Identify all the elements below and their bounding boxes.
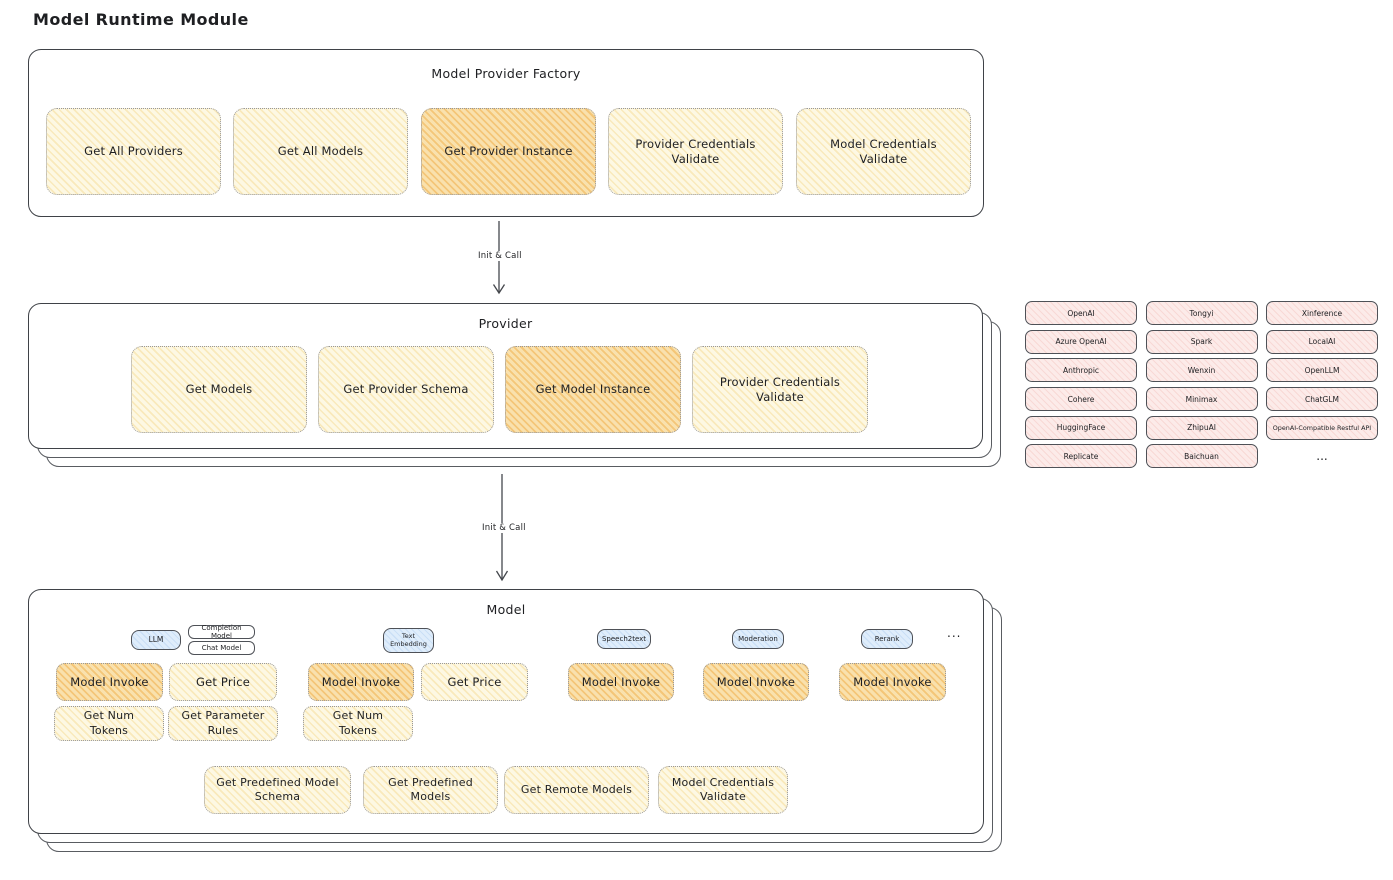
factory-button-get-all-models: Get All Models <box>233 108 408 195</box>
llm-get-num-tokens-button: Get Num Tokens <box>54 706 164 741</box>
provider-pill-huggingface: HuggingFace <box>1025 415 1137 440</box>
provider-pill-openllm: OpenLLM <box>1266 358 1378 383</box>
tab-moderation: Moderation <box>732 629 784 649</box>
provider-pill-localai: LocalAI <box>1266 329 1378 354</box>
provider-button-provider-credentials-validate: Provider Credentials Validate <box>692 346 868 433</box>
tab-chat-model: Chat Model <box>188 641 255 655</box>
factory-button-provider-credentials-validate: Provider Credentials Validate <box>608 108 783 195</box>
factory-box-title: Model Provider Factory <box>431 66 581 81</box>
provider-pill-xinference: Xinference <box>1266 301 1378 325</box>
get-remote-models-button: Get Remote Models <box>504 766 649 814</box>
factory-box: Model Provider Factory Get All Providers… <box>28 49 984 217</box>
provider-pill-zhipuai: ZhipuAI <box>1145 415 1258 440</box>
flow-arrow-bottom-label: Init & Call <box>479 523 529 533</box>
provider-button-get-model-instance: Get Model Instance <box>505 346 681 433</box>
tab-rerank: Rerank <box>861 629 913 649</box>
provider-pill-cohere: Cohere <box>1025 387 1137 412</box>
model-credentials-validate-button: Model Credentials Validate <box>658 766 788 814</box>
llm-get-price-button: Get Price <box>169 663 277 701</box>
text-embedding-model-invoke-button: Model Invoke <box>308 663 414 701</box>
provider-pill-baichuan: Baichuan <box>1145 444 1258 469</box>
tab-llm: LLM <box>131 630 181 650</box>
provider-pill-azure-openai: Azure OpenAI <box>1025 329 1137 354</box>
factory-button-get-provider-instance: Get Provider Instance <box>421 108 596 195</box>
page-title: Model Runtime Module <box>33 10 249 29</box>
tabs-ellipsis: ... <box>947 626 962 640</box>
provider-pill-wenxin: Wenxin <box>1145 358 1258 383</box>
provider-button-get-provider-schema: Get Provider Schema <box>318 346 494 433</box>
model-box-title: Model <box>486 602 526 617</box>
factory-button-model-credentials-validate: Model Credentials Validate <box>796 108 971 195</box>
llm-get-parameter-rules-button: Get Parameter Rules <box>168 706 278 741</box>
provider-pill-replicate: Replicate <box>1025 444 1137 469</box>
provider-pill-tongyi: Tongyi <box>1145 301 1258 325</box>
get-predefined-model-schema-button: Get Predefined Model Schema <box>204 766 351 814</box>
provider-button-get-models: Get Models <box>131 346 307 433</box>
llm-model-invoke-button: Model Invoke <box>56 663 163 701</box>
providers-panel: OpenAI Tongyi Xinference Azure OpenAI Sp… <box>1025 301 1378 469</box>
model-box: Model LLM Completion Model Chat Model Te… <box>28 589 984 834</box>
provider-box: Provider Get Models Get Provider Schema … <box>28 303 983 449</box>
tab-text-embedding: Text Embedding <box>383 628 434 653</box>
factory-button-get-all-providers: Get All Providers <box>46 108 221 195</box>
text-embedding-get-num-tokens-button: Get Num Tokens <box>303 706 413 741</box>
provider-box-title: Provider <box>478 316 533 331</box>
provider-pill-minimax: Minimax <box>1145 387 1258 412</box>
speech2text-model-invoke-button: Model Invoke <box>568 663 674 701</box>
provider-pill-chatglm: ChatGLM <box>1266 387 1378 412</box>
tab-completion-model: Completion Model <box>188 624 255 640</box>
provider-pill-openai-compatible-restful-api: OpenAI-Compatible Restful API <box>1266 415 1378 440</box>
get-predefined-models-button: Get Predefined Models <box>363 766 498 814</box>
tab-speech2text: Speech2text <box>597 629 651 649</box>
providers-panel-ellipsis: ... <box>1316 449 1328 464</box>
rerank-model-invoke-button: Model Invoke <box>839 663 946 701</box>
provider-pill-spark: Spark <box>1145 329 1258 354</box>
text-embedding-get-price-button: Get Price <box>421 663 528 701</box>
provider-pill-openai: OpenAI <box>1025 301 1137 325</box>
flow-arrow-top-label: Init & Call <box>475 251 525 261</box>
moderation-model-invoke-button: Model Invoke <box>703 663 809 701</box>
provider-pill-anthropic: Anthropic <box>1025 358 1137 383</box>
